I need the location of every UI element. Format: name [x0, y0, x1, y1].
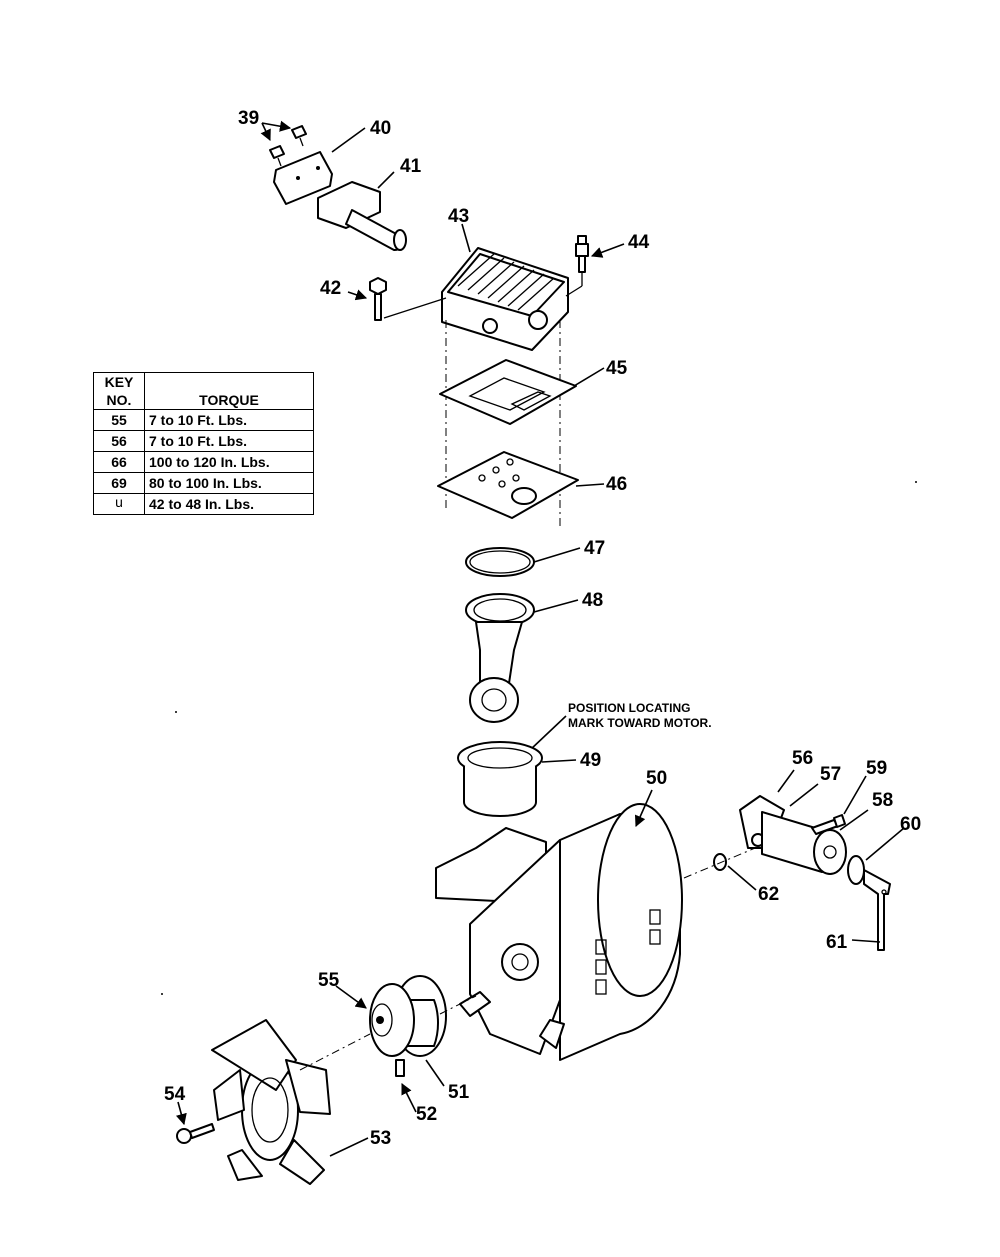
part-52-set-screw — [395, 1059, 405, 1077]
part-50-motor-crankcase — [435, 803, 683, 1061]
part-48-piston-rod — [465, 593, 535, 723]
torque-header: TORQUE — [144, 372, 314, 410]
part-59-screw — [811, 814, 846, 835]
part-44-fitting — [575, 235, 589, 273]
key-no-header: KEY NO. — [93, 372, 145, 410]
part-43-cylinder-head — [441, 247, 569, 351]
locating-mark-note: POSITION LOCATING MARK TOWARD MOTOR. — [568, 701, 712, 730]
svg-text:POSITION LOCATING: POSITION LOCATING — [568, 701, 690, 715]
callout-52: 52 — [416, 1104, 437, 1125]
svg-text:MARK TOWARD MOTOR.: MARK TOWARD MOTOR. — [568, 716, 712, 730]
torque-cell: 7 to 10 Ft. Lbs. — [144, 409, 314, 431]
callout-58: 58 — [872, 790, 893, 811]
part-45-gasket — [439, 359, 577, 425]
callout-57: 57 — [820, 764, 841, 785]
key-cell: 66 — [93, 451, 145, 473]
key-cell: 69 — [93, 472, 145, 494]
key-cell: u — [93, 493, 145, 515]
part-42-bolt — [369, 277, 387, 321]
callout-59: 59 — [866, 758, 887, 779]
callout-42: 42 — [320, 278, 341, 299]
part-46-valve-plate — [437, 451, 579, 519]
torque-cell: 7 to 10 Ft. Lbs. — [144, 430, 314, 452]
part-62-washer — [713, 853, 727, 871]
callout-61: 61 — [826, 932, 848, 953]
callout-51: 51 — [448, 1082, 470, 1103]
part-47-o-ring — [465, 547, 535, 577]
callout-43: 43 — [448, 206, 469, 227]
callout-48: 48 — [582, 590, 603, 611]
callout-60: 60 — [900, 814, 921, 835]
callout-53: 53 — [370, 1128, 391, 1149]
part-60-ring — [847, 855, 865, 885]
callout-46: 46 — [606, 474, 627, 495]
part-53-fan — [211, 1019, 331, 1185]
torque-cell: 80 to 100 In. Lbs. — [144, 472, 314, 494]
part-39-screws — [269, 125, 307, 167]
callout-56: 56 — [792, 748, 813, 769]
callout-49: 49 — [580, 750, 601, 771]
callout-54: 54 — [164, 1084, 186, 1105]
callout-41: 41 — [400, 156, 422, 177]
callout-47: 47 — [584, 538, 605, 559]
callout-44: 44 — [628, 232, 650, 253]
callout-62: 62 — [758, 884, 779, 905]
callout-50: 50 — [646, 768, 667, 789]
table-row: 69 80 to 100 In. Lbs. — [93, 472, 314, 494]
table-row: 66 100 to 120 In. Lbs. — [93, 451, 314, 473]
key-cell: 56 — [93, 430, 145, 452]
part-41-intake-filter — [317, 181, 407, 252]
torque-table: KEY NO. TORQUE 55 7 to 10 Ft. Lbs. 56 7 … — [93, 372, 314, 515]
part-51-hub — [369, 975, 447, 1057]
table-row: u 42 to 48 In. Lbs. — [93, 493, 314, 515]
torque-cell: 100 to 120 In. Lbs. — [144, 451, 314, 473]
table-row: 55 7 to 10 Ft. Lbs. — [93, 409, 314, 431]
key-cell: 55 — [93, 409, 145, 431]
callout-39: 39 — [238, 108, 259, 129]
callout-55: 55 — [318, 970, 340, 991]
part-40-plate — [273, 151, 333, 205]
part-49-sleeve — [457, 741, 543, 817]
table-row: 56 7 to 10 Ft. Lbs. — [93, 430, 314, 452]
part-58-capacitor — [761, 811, 847, 875]
callout-45: 45 — [606, 358, 628, 379]
part-61-strap — [863, 869, 891, 951]
callout-40: 40 — [370, 118, 391, 139]
part-54-screw — [176, 1123, 215, 1144]
torque-cell: 42 to 48 In. Lbs. — [144, 493, 314, 515]
